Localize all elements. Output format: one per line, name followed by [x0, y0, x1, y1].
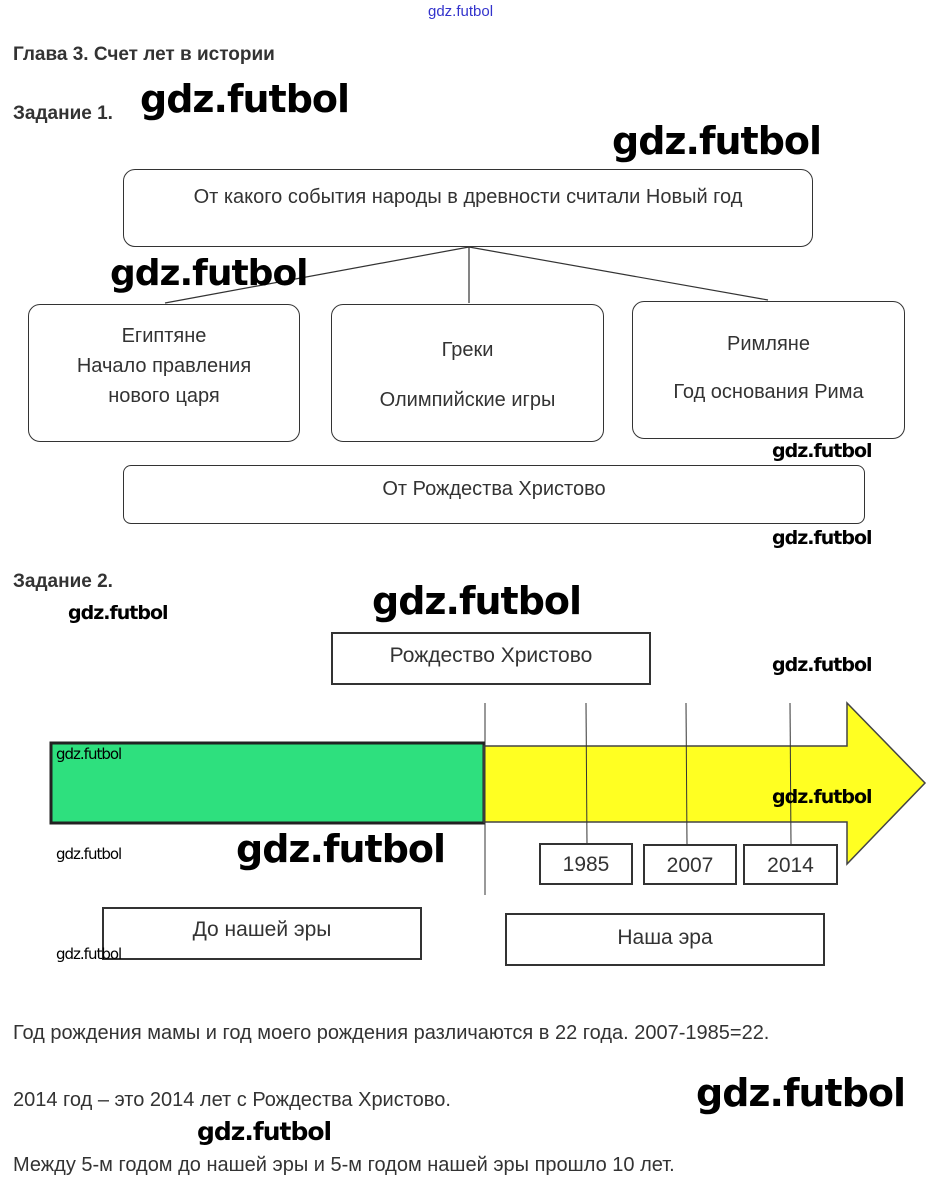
answer-3: Между 5-м годом до нашей эры и 5-м годом…	[13, 1154, 675, 1176]
people-box-greece: Греки Олимпийские игры	[331, 304, 604, 442]
task1-title: Задание 1.	[13, 103, 113, 124]
people-box-rome: Римляне Год основания Рима	[632, 301, 905, 439]
ad-label: Наша эра	[617, 926, 713, 949]
people-name: Египтяне	[121, 325, 207, 347]
answer-2: 2014 год – это 2014 лет с Рождества Хрис…	[13, 1089, 451, 1111]
people-name: Греки	[441, 339, 494, 361]
watermark: gdz.futbol	[110, 253, 309, 294]
watermark: gdz.futbol	[140, 77, 350, 121]
watermark: gdz.futbol	[772, 654, 873, 676]
watermark: gdz.futbol	[68, 602, 169, 624]
watermark: gdz.futbol	[372, 579, 582, 623]
year-text: 2014	[767, 854, 814, 877]
chapter-title: Глава 3. Счет лет в истории	[13, 44, 275, 65]
task2-title: Задание 2.	[13, 571, 113, 592]
bc-bar	[49, 741, 486, 825]
question-text: От какого события народы в древности счи…	[193, 186, 743, 208]
watermark: gdz.futbol	[772, 786, 873, 808]
watermark: gdz.futbol	[56, 745, 122, 763]
watermark: gdz.futbol	[612, 119, 822, 163]
people-box-egypt: Египтяне Начало правления нового царя	[28, 304, 300, 442]
watermark: gdz.futbol	[236, 827, 446, 871]
year-text: 1985	[562, 853, 610, 876]
watermark: gdz.futbol	[696, 1071, 906, 1115]
watermark: gdz.futbol	[56, 845, 122, 863]
question-box: От какого события народы в древности счи…	[123, 169, 813, 247]
site-link[interactable]: gdz.futbol	[428, 3, 494, 20]
event-box: Рождество Христово	[331, 632, 651, 685]
answer-1: Год рождения мамы и год моего рождения р…	[13, 1022, 770, 1044]
bc-label: До нашей эры	[192, 918, 332, 941]
year-text: 2007	[666, 854, 714, 877]
watermark: gdz.futbol	[197, 1117, 332, 1146]
watermark: gdz.futbol	[772, 440, 873, 462]
people-answer: Начало правления нового царя	[76, 355, 252, 407]
people-answer: Олимпийские игры	[379, 389, 556, 411]
event-text: Рождество Христово	[389, 644, 593, 667]
bc-label-box: До нашей эры	[102, 907, 422, 960]
year-box: 2007	[643, 844, 737, 885]
watermark: gdz.futbol	[772, 527, 873, 549]
ad-label-box: Наша эра	[505, 913, 825, 966]
people-answer: Год основания Рима	[673, 381, 864, 403]
year-box: 1985	[539, 843, 633, 885]
modern-box: От Рождества Христово	[123, 465, 865, 524]
ad-arrow	[483, 701, 927, 866]
modern-text: От Рождества Христово	[382, 478, 606, 500]
watermark: gdz.futbol	[56, 945, 122, 963]
people-name: Римляне	[727, 333, 810, 355]
year-box: 2014	[743, 844, 838, 885]
